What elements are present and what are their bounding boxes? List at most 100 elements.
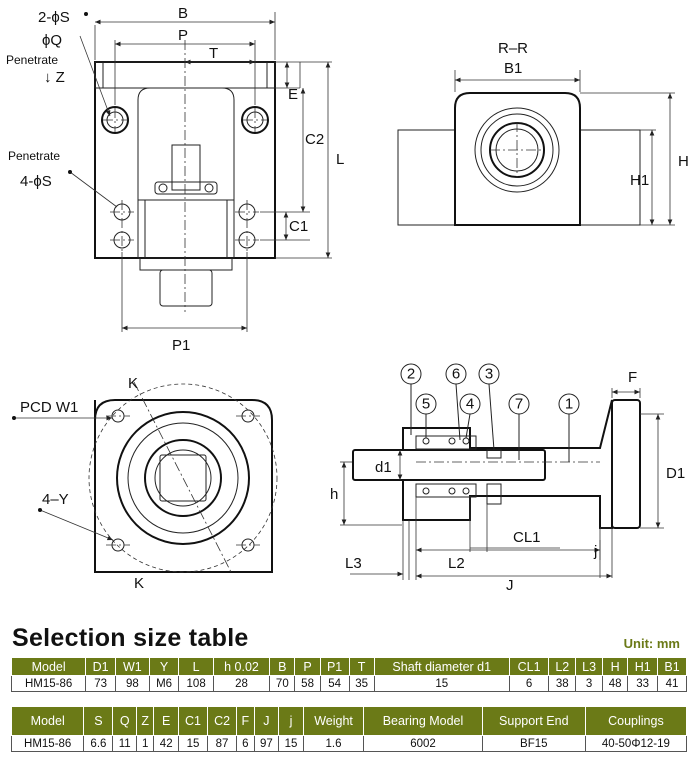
table-header: D1 [85,657,116,676]
table-cell: 58 [294,675,321,692]
table-header: P1 [319,657,350,676]
table-cell: 6.6 [83,735,114,752]
table-header: F [236,706,255,736]
dim-small-d1-label: d1 [375,459,392,476]
table-cell: 38 [548,675,577,692]
table-cell: 6002 [363,735,483,752]
part-7: 7 [515,396,523,413]
dim-j-label: J [506,577,514,594]
dim-e-label: E [288,86,298,103]
table-cell: BF15 [481,735,586,752]
table-header: Q [112,706,137,736]
table-cell: 48 [602,675,629,692]
table-header-row: Model D1 W1 Y L h 0.02 B P P1 T Shaft di… [10,657,687,676]
table-header: L2 [548,657,577,676]
table-cell: 1.6 [302,735,365,752]
table-cell: 15 [278,735,304,752]
unit-label: Unit: mm [623,636,680,651]
dim-p-label: P [178,27,188,44]
table-cell: 42 [153,735,180,752]
table-cell: 28 [212,675,271,692]
table-cell: 6 [236,735,255,752]
table-cell: 40-50Φ12-19 [584,735,688,752]
label-k-top: K [128,375,138,392]
table-header: H [602,657,629,676]
part-3: 3 [485,366,493,383]
table-header: Couplings [584,706,688,736]
table-header: P [294,657,321,676]
front-view: K K PCD W1 4–Y [12,375,278,592]
table-cell: 11 [112,735,137,752]
table-header: Support End [481,706,586,736]
part-balloons: 2 6 3 5 4 7 1 [400,363,580,462]
label-k-bottom: K [134,575,144,592]
dim-c1-label: C1 [289,218,308,235]
table-cell: 33 [627,675,659,692]
note-4-phi-s: 4-ϕS [20,173,52,190]
dim-h-label: H [678,153,689,170]
table-header: T [348,657,375,676]
table-header: Model [10,657,87,676]
dim-d1-label: D1 [666,465,685,482]
dim-l-label: L [336,151,344,168]
dim-f-label: F [628,369,637,386]
note-phi-q: ϕQ [42,32,62,49]
note-z: ↓ Z [44,69,65,86]
dim-l3-label: L3 [345,555,362,572]
table-header: C2 [207,706,238,736]
note-penetrate-2: Penetrate [8,149,60,163]
table-cell: 54 [319,675,350,692]
table-header: Model [10,706,85,736]
table-cell: 87 [207,735,238,752]
table-cell: 35 [348,675,375,692]
label-4-y: 4–Y [42,491,69,508]
table-cell: 73 [85,675,116,692]
part-1: 1 [565,396,573,413]
table-cell: HM15-86 [10,675,87,692]
table-header: E [153,706,180,736]
section-title-heading: Selection size table [12,624,249,652]
dim-h1-label: H1 [630,172,649,189]
table-cell: 97 [253,735,280,752]
selection-size-table-1: Model D1 W1 Y L h 0.02 B P P1 T Shaft di… [10,657,687,692]
dim-b1-label: B1 [504,60,522,77]
note-penetrate-1: Penetrate [6,53,58,67]
table-cell: M6 [148,675,180,692]
dim-t-label: T [209,45,218,62]
selection-size-table-2: Model S Q Z E C1 C2 F J j Weight Bearing… [10,706,688,752]
table-row: HM15-86 73 98 M6 108 28 70 58 54 35 15 6… [10,675,687,692]
table-header-row: Model S Q Z E C1 C2 F J j Weight Bearing… [10,706,688,736]
table-header: Y [148,657,180,676]
table-cell: 15 [373,675,510,692]
table-header: W1 [115,657,150,676]
table-cell: 70 [269,675,296,692]
table-header: Z [135,706,155,736]
dim-cl1-label: CL1 [513,529,541,546]
table-cell: 15 [178,735,209,752]
table-header: L3 [575,657,604,676]
table-cell: 3 [575,675,604,692]
table-header: Weight [302,706,365,736]
side-view: 2 6 3 5 4 7 1 F D1 d1 h CL1 L2 L3 j J [330,363,685,594]
table-header: L [178,657,214,676]
table-cell: 41 [657,675,687,692]
table-cell: HM15-86 [10,735,85,752]
table-header: C1 [178,706,209,736]
table-row: HM15-86 6.6 11 1 42 15 87 6 97 15 1.6 60… [10,735,688,752]
label-pcd-w1: PCD W1 [20,399,78,416]
top-view: B P T E C2 L C1 P1 2-ϕS ϕQ Penetrate ↓ Z… [6,5,344,354]
part-2: 2 [407,366,415,383]
table-cell: 1 [135,735,155,752]
part-5: 5 [422,396,430,413]
table-header: J [253,706,280,736]
section-view-rr: R–R B1 H H1 [397,40,689,226]
table-header: j [278,706,304,736]
table-header: B1 [657,657,687,676]
dim-p1-label: P1 [172,337,190,354]
dim-c2-label: C2 [305,131,324,148]
table-header: S [83,706,114,736]
table-cell: 108 [178,675,214,692]
note-2-phi-s: 2-ϕS [38,9,70,26]
table-cell: 6 [508,675,550,692]
part-4: 4 [466,396,474,413]
